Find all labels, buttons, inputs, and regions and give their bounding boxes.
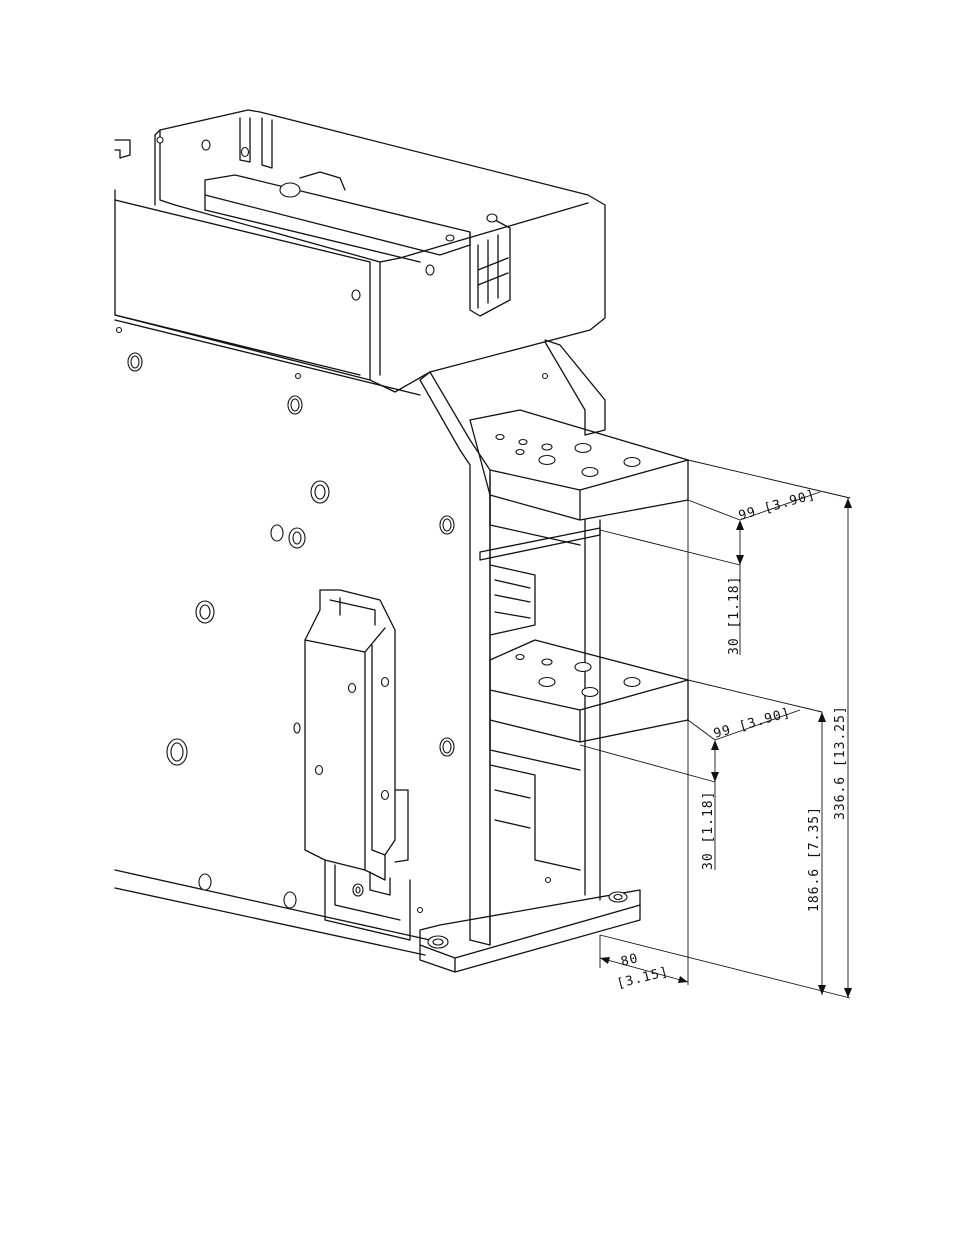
dim-busbar-offset-mm: 80	[619, 951, 640, 970]
top-cover-box	[115, 110, 605, 392]
dim-lower-busbar-thickness: 30 [1.18]	[701, 791, 716, 870]
dim-upper-busbar-thickness: 30 [1.18]	[727, 576, 742, 655]
upper-busbar	[470, 410, 688, 560]
dim-lower-busbar-width: 99 [3.90]	[712, 706, 793, 742]
breaker-side-panel	[115, 320, 605, 955]
lower-busbar	[490, 640, 688, 770]
dim-lower-busbar-height: 186.6 [7.35]	[807, 806, 822, 912]
dim-upper-busbar-height: 336.6 [13.25]	[833, 705, 848, 820]
mechanism-cover	[305, 590, 410, 940]
dim-upper-busbar-width: 99 [3.90]	[737, 488, 818, 524]
contact-stack	[490, 565, 580, 870]
